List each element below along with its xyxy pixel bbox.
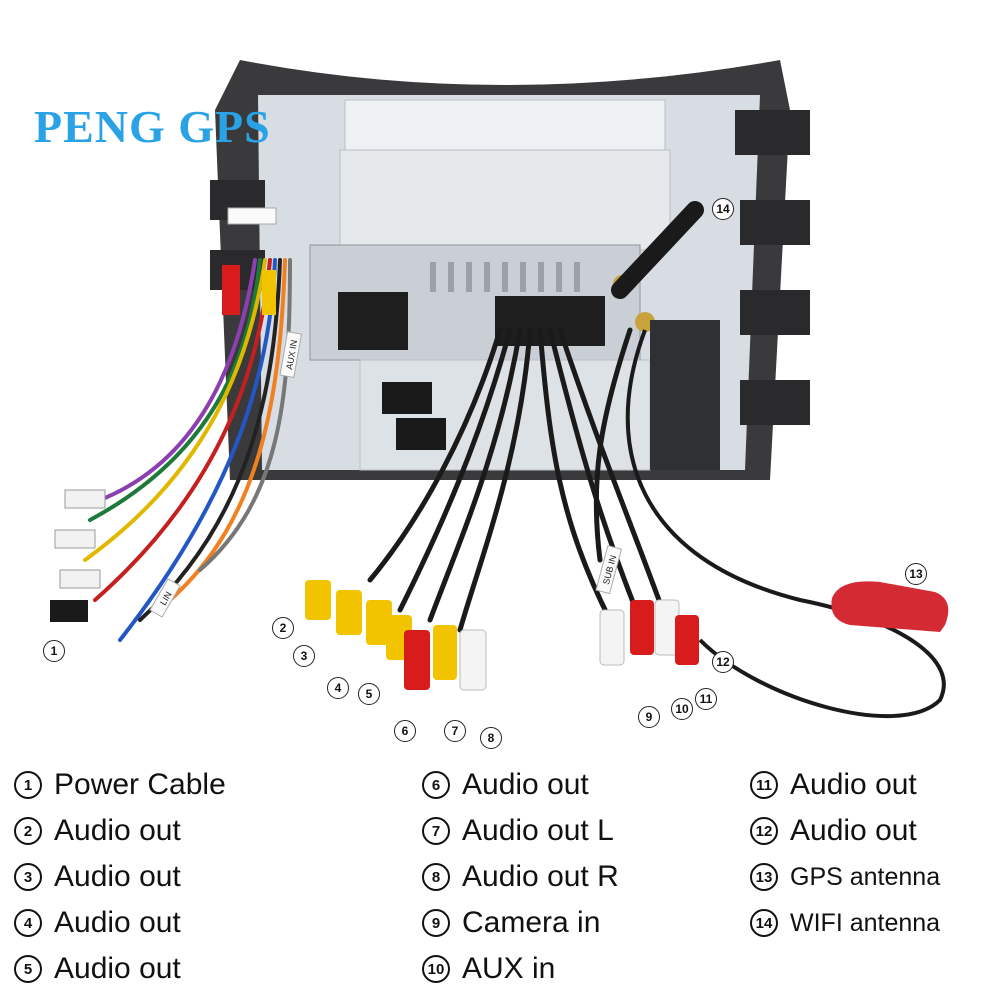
wifi-antenna — [611, 201, 704, 299]
callout-9: 9 — [638, 706, 660, 728]
callout-4: 4 — [327, 677, 349, 699]
legend-label: Camera in — [462, 906, 601, 939]
legend-number: 3 — [14, 863, 42, 891]
rca-plugs-right — [599, 599, 699, 666]
legend-label: AUX in — [462, 952, 556, 985]
legend-label: WIFI antenna — [790, 908, 941, 937]
legend-label: Audio out — [462, 768, 589, 801]
callout-2: 2 — [272, 617, 294, 639]
legend-item-10: 10 AUX in — [422, 946, 619, 992]
legend-item-5: 5 Audio out — [14, 946, 226, 992]
right-bracket-bottom — [740, 380, 810, 425]
callout-11: 11 — [695, 688, 717, 710]
legend-item-4: 4 Audio out — [14, 900, 226, 946]
left-connector-block — [338, 292, 408, 350]
black-connector-center-1 — [382, 382, 432, 414]
legend-number: 13 — [750, 863, 778, 891]
legend-column-2: 6 Audio out 7 Audio out L 8 Audio out R … — [422, 762, 619, 992]
sub-in-tag: SUB IN — [595, 544, 623, 595]
rca-red-top — [222, 265, 240, 315]
legend-number: 1 — [14, 771, 42, 799]
legend-column-3: 11 Audio out 12 Audio out 13 GPS antenna… — [750, 762, 940, 946]
legend-label: Audio out — [54, 860, 181, 893]
legend-number: 12 — [750, 817, 778, 845]
aux-in-tag: AUX IN — [279, 331, 303, 379]
power-connector-black — [50, 600, 88, 622]
callout-7: 7 — [444, 720, 466, 742]
connector-white-2 — [54, 529, 96, 549]
legend-item-9: 9 Camera in — [422, 900, 619, 946]
legend-number: 9 — [422, 909, 450, 937]
metal-housing — [339, 149, 671, 251]
connector-white-1 — [64, 489, 106, 509]
product-photo: AUX IN LIN SUB IN — [50, 60, 949, 719]
brand-watermark: PENG GPS — [34, 101, 271, 152]
gps-puck — [831, 581, 949, 632]
legend-number: 14 — [750, 909, 778, 937]
callout-8: 8 — [480, 727, 502, 749]
legend-number: 2 — [14, 817, 42, 845]
legend-item-13: 13 GPS antenna — [750, 854, 940, 900]
lower-right-cover — [650, 320, 720, 470]
center-harness — [367, 327, 673, 633]
legend-label: Audio out — [790, 814, 917, 847]
rca-plugs-left — [305, 580, 487, 691]
legend-label: Audio out — [54, 952, 181, 985]
lin-tag: LIN — [149, 578, 181, 618]
legend-label: Audio out R — [462, 860, 619, 893]
legend-number: 5 — [14, 955, 42, 983]
legend-item-14: 14 WIFI antenna — [750, 900, 940, 946]
callout-14: 14 — [712, 198, 734, 220]
legend-item-6: 6 Audio out — [422, 762, 619, 808]
callout-3: 3 — [293, 645, 315, 667]
connector-white-3 — [59, 569, 101, 589]
callout-6: 6 — [394, 720, 416, 742]
legend-item-8: 8 Audio out R — [422, 854, 619, 900]
legend-item-3: 3 Audio out — [14, 854, 226, 900]
heat-fins — [430, 262, 580, 292]
legend-item-12: 12 Audio out — [750, 808, 940, 854]
legend-item-11: 11 Audio out — [750, 762, 940, 808]
legend-label: Audio out — [54, 906, 181, 939]
label-tag-top — [227, 207, 277, 225]
legend-number: 8 — [422, 863, 450, 891]
legend-item-2: 2 Audio out — [14, 808, 226, 854]
legend-number: 7 — [422, 817, 450, 845]
legend-item-1: 1 Power Cable — [14, 762, 226, 808]
right-bracket-low — [740, 290, 810, 335]
legend-label: Audio out L — [462, 814, 614, 847]
legend-column-1: 1 Power Cable 2 Audio out 3 Audio out 4 … — [14, 762, 226, 992]
legend-label: Audio out — [54, 814, 181, 847]
legend-number: 11 — [750, 771, 778, 799]
legend-label: Audio out — [790, 768, 917, 801]
callout-1: 1 — [43, 640, 65, 662]
right-bracket-top — [735, 110, 810, 155]
right-bracket-mid — [740, 200, 810, 245]
callout-12: 12 — [712, 651, 734, 673]
legend-label: GPS antenna — [790, 862, 941, 891]
legend-label: Power Cable — [54, 768, 226, 801]
legend-item-7: 7 Audio out L — [422, 808, 619, 854]
rca-yellow-top — [262, 270, 276, 315]
gps-cable — [625, 329, 946, 719]
callout-13: 13 — [905, 563, 927, 585]
legend-number: 10 — [422, 955, 450, 983]
legend-number: 4 — [14, 909, 42, 937]
callout-5: 5 — [358, 683, 380, 705]
callout-10: 10 — [671, 698, 693, 720]
legend-number: 6 — [422, 771, 450, 799]
black-connector-center-2 — [396, 418, 446, 450]
